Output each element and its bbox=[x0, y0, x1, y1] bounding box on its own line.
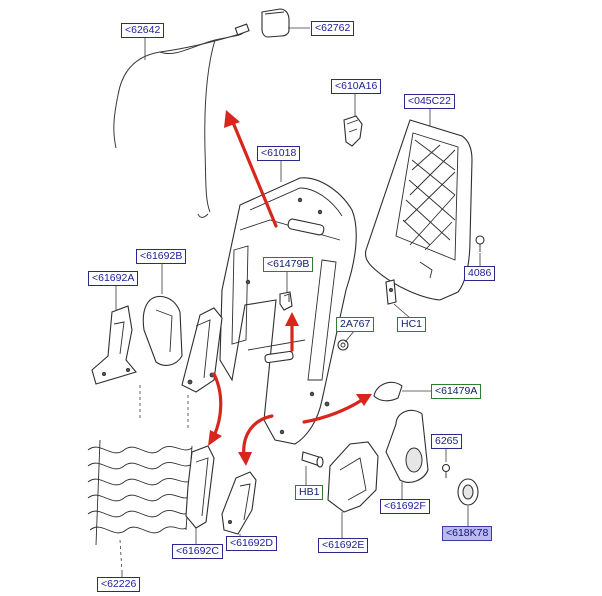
callout-61692C[interactable]: <61692C bbox=[172, 544, 223, 559]
callout-61692A[interactable]: <61692A bbox=[88, 271, 139, 286]
clip-61479A bbox=[373, 381, 403, 402]
guide-610A16 bbox=[343, 115, 363, 147]
callout-HC1[interactable]: HC1 bbox=[397, 317, 427, 332]
callout-61479B[interactable]: <61479B bbox=[263, 257, 314, 272]
cover-61692A bbox=[91, 305, 137, 385]
screw-6265 bbox=[441, 463, 451, 478]
callout-62226[interactable]: <62226 bbox=[97, 577, 141, 592]
cover-61692D bbox=[221, 471, 257, 535]
callout-62642[interactable]: <62642 bbox=[121, 23, 165, 38]
callout-61018[interactable]: <61018 bbox=[257, 146, 301, 161]
callout-4086[interactable]: 4086 bbox=[464, 266, 496, 281]
cover-61692C bbox=[185, 445, 215, 529]
knob-618K78 bbox=[457, 478, 479, 506]
cover-61692B bbox=[142, 295, 183, 366]
back-panel-045C22 bbox=[364, 119, 473, 301]
callout-61479A[interactable]: <61479A bbox=[431, 384, 482, 399]
callout-61692F[interactable]: <61692F bbox=[380, 499, 430, 514]
bracket-HC1 bbox=[385, 279, 397, 305]
callout-61692E[interactable]: <61692E bbox=[318, 538, 369, 553]
leader-lines bbox=[115, 27, 481, 577]
cap-62762 bbox=[261, 8, 290, 38]
cover-61692F bbox=[385, 409, 429, 483]
cover-61692E bbox=[327, 441, 379, 513]
callout-62762[interactable]: <62762 bbox=[311, 21, 355, 36]
callout-6265[interactable]: 6265 bbox=[431, 434, 463, 449]
bolt-HB1 bbox=[301, 451, 324, 468]
clip-4086 bbox=[475, 235, 485, 252]
callout-045C22[interactable]: <045C22 bbox=[404, 94, 455, 109]
nut-2A767 bbox=[337, 339, 349, 351]
callout-HB1[interactable]: HB1 bbox=[295, 485, 324, 500]
callout-61692B[interactable]: <61692B bbox=[136, 249, 187, 264]
direction-arrows bbox=[208, 110, 372, 466]
seat-frame-61018 bbox=[181, 177, 357, 445]
callout-2A767[interactable]: 2A767 bbox=[336, 317, 375, 332]
clip-61479B bbox=[279, 291, 293, 311]
cable-62642 bbox=[113, 23, 250, 218]
callout-61692D[interactable]: <61692D bbox=[226, 536, 277, 551]
callout-618K78[interactable]: <618K78 bbox=[442, 526, 493, 541]
callout-610A16[interactable]: <610A16 bbox=[331, 79, 382, 94]
